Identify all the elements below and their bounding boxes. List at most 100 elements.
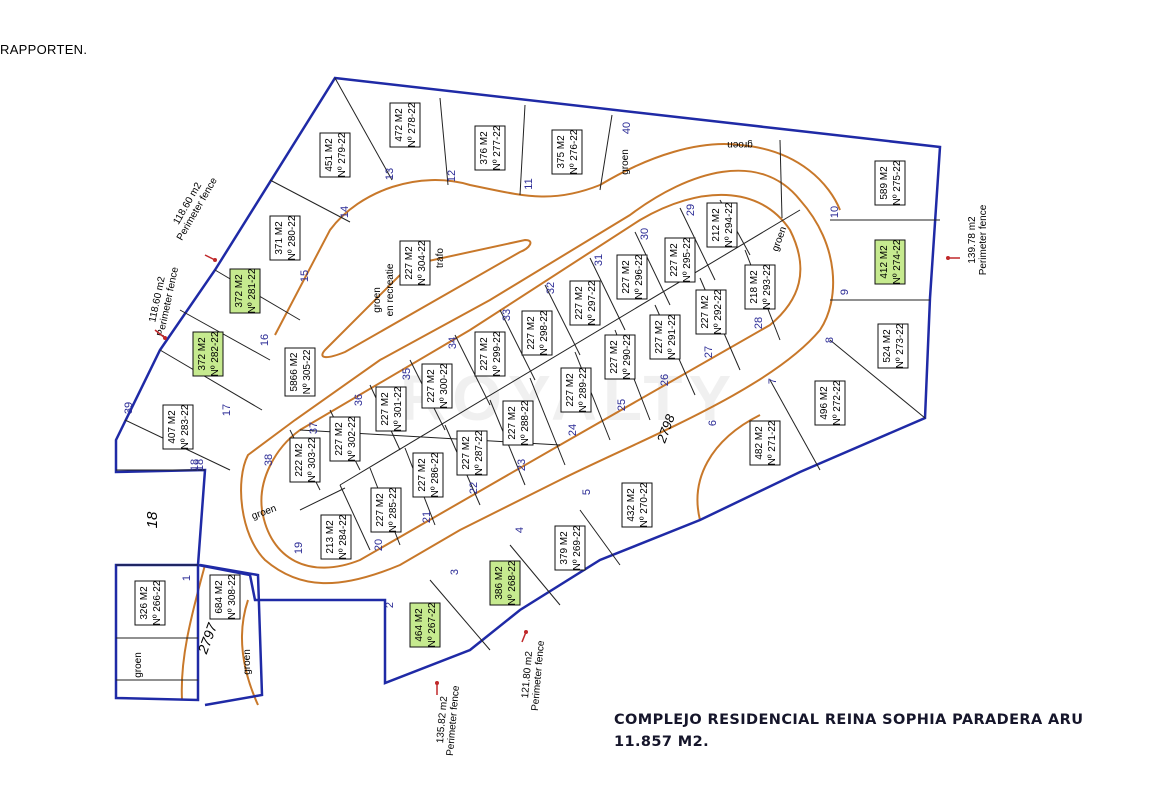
lot-number: 1 [181, 575, 193, 581]
lot-ref: Nº 275-22 [892, 160, 903, 205]
lot-box [320, 514, 352, 560]
boundary-main [114, 76, 942, 685]
lot-ref: Nº 288-22 [520, 400, 531, 445]
lot-area: 227 M2 [621, 260, 632, 294]
lot-box [554, 525, 586, 571]
lot-area: 227 M2 [334, 422, 345, 456]
lot-box [502, 400, 534, 446]
lot-box [749, 420, 781, 466]
lot-ref: Nº 300-22 [439, 363, 450, 408]
lot-number: 18 [194, 459, 206, 471]
lot-box [551, 129, 583, 175]
lot-number: 24 [567, 424, 579, 436]
lot-box [389, 102, 421, 148]
lot-area: 227 M2 [479, 337, 490, 371]
lot-ref: Nº 304-22 [417, 240, 428, 285]
lot-box [695, 289, 727, 335]
lot-area: 227 M2 [700, 295, 711, 329]
fence-length: 135.82 m2 [435, 695, 450, 743]
lot-number: 15 [299, 270, 311, 282]
lot-number: 34 [447, 337, 459, 349]
lot-ref: Nº 272-22 [832, 380, 843, 425]
lot-box [569, 280, 601, 326]
lot-ref: Nº 282-22 [210, 331, 221, 376]
lot-box [409, 602, 441, 648]
lot-ref: Nº 271-22 [767, 420, 778, 465]
lot-box [412, 452, 444, 498]
lot-box [375, 386, 407, 432]
lot-number: 21 [421, 511, 433, 523]
lot-area: 386 M2 [494, 566, 505, 600]
green-area-label: groen [133, 652, 144, 678]
lot-ref: Nº 303-22 [307, 437, 318, 482]
lot-ref: Nº 290-22 [622, 334, 633, 379]
lot-area: 227 M2 [417, 458, 428, 492]
fence-arrow-head [213, 258, 217, 262]
lot-box [521, 310, 553, 356]
lot-box [474, 331, 506, 377]
lot-area: 227 M2 [380, 392, 391, 426]
lot-area: 227 M2 [426, 369, 437, 403]
fence-arrow-head [524, 630, 528, 634]
lot-area: 227 M2 [669, 243, 680, 277]
lot-number: 2 [384, 602, 396, 608]
lot-area: 227 M2 [654, 320, 665, 354]
green-area-label: groen [727, 139, 753, 150]
lot-ref: Nº 299-22 [492, 331, 503, 376]
lot-box [604, 334, 636, 380]
lot-ref: Nº 301-22 [393, 386, 404, 431]
lot-number: 16 [259, 334, 271, 346]
lot-number: 19 [293, 542, 305, 554]
lot-ref: Nº 266-22 [152, 580, 163, 625]
lot-ref: Nº 270-22 [639, 482, 650, 527]
fence-arrow-head [435, 681, 439, 685]
fence-length: 121.80 m2 [520, 650, 535, 698]
lot-area: 227 M2 [574, 286, 585, 320]
lot-box [560, 367, 592, 413]
lot-area: 432 M2 [626, 488, 637, 522]
lot-area: 524 M2 [882, 329, 893, 363]
lot-number: 10 [829, 206, 841, 218]
lot-number: 7 [767, 378, 779, 384]
lot-ref: Nº 267-22 [427, 602, 438, 647]
green-recreation-label: en recreatie [385, 263, 396, 316]
lot-ref: Nº 296-22 [634, 254, 645, 299]
lot-number: 20 [373, 539, 385, 551]
lot-number: 17 [221, 404, 233, 416]
lot-ref: Nº 274-22 [892, 239, 903, 284]
fence-arrow [154, 329, 166, 339]
lot-area: 376 M2 [479, 131, 490, 165]
lot-area: 222 M2 [294, 443, 305, 477]
lot-area: 589 M2 [879, 166, 890, 200]
lot-ref: Nº 268-22 [507, 560, 518, 605]
lot-number: 6 [707, 420, 719, 426]
lot-area: 371 M2 [274, 221, 285, 255]
lot-ref: Nº 284-22 [338, 514, 349, 559]
lot-box [474, 125, 506, 171]
lot-ref: Nº 294-22 [724, 202, 735, 247]
lot-number: 5 [581, 489, 593, 495]
lot-ref: Nº 283-22 [180, 404, 191, 449]
lot-number: 18 [189, 459, 201, 471]
lot-number: 23 [516, 459, 528, 471]
lot-number: 37 [308, 422, 320, 434]
